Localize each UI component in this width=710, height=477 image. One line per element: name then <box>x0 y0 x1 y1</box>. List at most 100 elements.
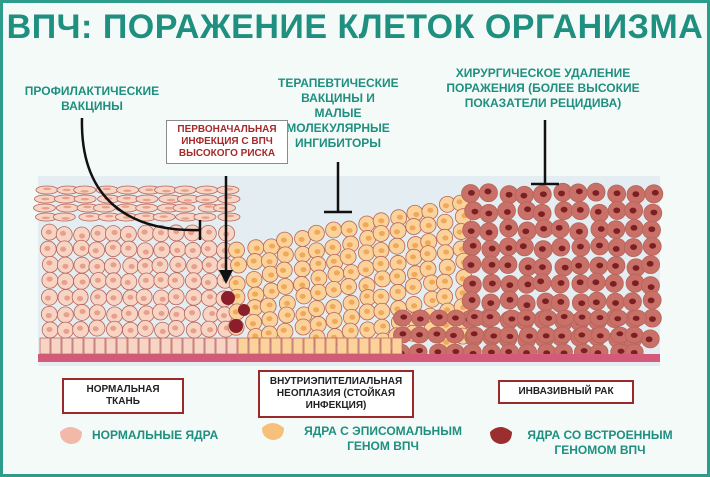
cell-nucleus <box>298 236 305 242</box>
basal-cell <box>149 337 161 355</box>
cell-nucleus <box>189 310 196 316</box>
cell-nucleus <box>190 295 197 301</box>
cell-nucleus <box>266 302 273 308</box>
cell-nucleus <box>425 265 432 271</box>
cell-nucleus <box>490 333 498 339</box>
basal-cell <box>259 337 271 355</box>
basal-cell <box>391 337 403 355</box>
cell-nucleus <box>538 264 546 271</box>
cell-nucleus <box>80 190 89 193</box>
cell-nucleus <box>190 328 197 334</box>
cell-nucleus <box>63 312 70 318</box>
cell-nucleus <box>59 230 67 236</box>
legend-integrated-swatch <box>490 427 512 444</box>
cell-nucleus <box>282 251 289 257</box>
cell-nucleus <box>61 217 70 220</box>
cell-nucleus <box>127 294 134 300</box>
cell-nucleus <box>125 245 132 251</box>
basal-cell <box>72 337 84 355</box>
cell-nucleus <box>141 229 148 235</box>
cell-nucleus <box>577 243 584 250</box>
cell-nucleus <box>44 295 51 301</box>
normal-tissue-label: НОРМАЛЬНАЯ ТКАНЬ <box>62 378 184 414</box>
cell-nucleus <box>300 325 307 331</box>
cell-nucleus <box>505 191 513 198</box>
cell-nucleus <box>409 284 416 291</box>
cell-nucleus <box>252 304 259 310</box>
cell-nucleus <box>592 279 600 286</box>
cell-nucleus <box>209 311 216 317</box>
cell-nucleus <box>520 192 528 199</box>
cell-nucleus <box>315 260 322 266</box>
cell-nucleus <box>142 249 149 255</box>
cell-nucleus <box>560 313 568 320</box>
cell-nucleus <box>347 269 354 275</box>
cell-nucleus <box>578 332 586 338</box>
basal-cell <box>325 337 337 355</box>
cell-nucleus <box>191 277 198 283</box>
surgical-removal-label: ХИРУРГИЧЕСКОЕ УДАЛЕНИЕ ПОРАЖЕНИЯ (БОЛЕЕ … <box>446 66 640 110</box>
cell-nucleus <box>522 228 530 235</box>
cell-nucleus <box>613 190 621 197</box>
cell-nucleus <box>378 218 385 224</box>
cell-nucleus <box>94 277 102 283</box>
cell-nucleus <box>362 267 369 273</box>
cell-nucleus <box>280 327 287 333</box>
cell-nucleus <box>348 299 355 305</box>
cell-nucleus <box>459 276 466 282</box>
cell-nucleus <box>125 310 132 316</box>
cell-nucleus <box>456 229 463 235</box>
virus-particle <box>221 291 235 305</box>
cell-nucleus <box>594 208 602 215</box>
basement-membrane <box>38 354 660 362</box>
prophylactic-vaccines-label: ПРОФИЛАКТИЧЕСКИЕ ВАКЦИНЫ <box>24 84 160 113</box>
cell-nucleus <box>265 330 272 336</box>
cell-nucleus <box>471 208 479 215</box>
cell-nucleus <box>647 297 655 304</box>
cell-nucleus <box>409 254 417 260</box>
cell-nucleus <box>127 327 134 333</box>
cell-nucleus <box>157 230 164 236</box>
cell-nucleus <box>645 336 653 343</box>
cell-nucleus <box>158 310 165 317</box>
cell-nucleus <box>94 263 101 269</box>
cell-nucleus <box>365 235 372 241</box>
legend-episomal-swatch <box>262 423 284 440</box>
cell-nucleus <box>363 293 370 299</box>
cell-nucleus <box>140 295 147 302</box>
cell-nucleus <box>46 260 53 266</box>
cell-nucleus <box>109 244 116 250</box>
cell-nucleus <box>540 225 548 232</box>
legend-normal-swatch <box>60 427 82 444</box>
cell-nucleus <box>189 247 196 254</box>
cell-nucleus <box>649 243 657 249</box>
cell-nucleus <box>61 279 68 286</box>
cell-nucleus <box>121 205 130 208</box>
infection-arrowhead <box>219 270 233 284</box>
basal-cell <box>116 337 128 355</box>
cell-nucleus <box>105 214 114 218</box>
cell-nucleus <box>450 332 457 338</box>
cell-nucleus <box>646 260 654 267</box>
cell-nucleus <box>207 327 214 333</box>
cell-nucleus <box>561 264 569 271</box>
cell-nucleus <box>175 262 182 268</box>
cell-nucleus <box>281 284 288 290</box>
cell-nucleus <box>364 308 371 314</box>
cell-nucleus <box>179 206 188 210</box>
cell-nucleus <box>396 259 403 265</box>
cell-nucleus <box>649 316 656 322</box>
cell-nucleus <box>416 332 423 338</box>
cell-nucleus <box>329 304 336 310</box>
cell-nucleus <box>452 315 459 321</box>
cell-nucleus <box>506 296 514 303</box>
cell-nucleus <box>101 205 110 209</box>
normal-cells-group <box>33 185 241 339</box>
cell-nucleus <box>442 235 449 241</box>
cell-nucleus <box>172 325 179 331</box>
cell-nucleus <box>617 348 625 354</box>
cell-nucleus <box>249 321 257 327</box>
cell-nucleus <box>609 281 617 287</box>
cell-nucleus <box>162 189 171 193</box>
cell-nucleus <box>330 225 337 232</box>
